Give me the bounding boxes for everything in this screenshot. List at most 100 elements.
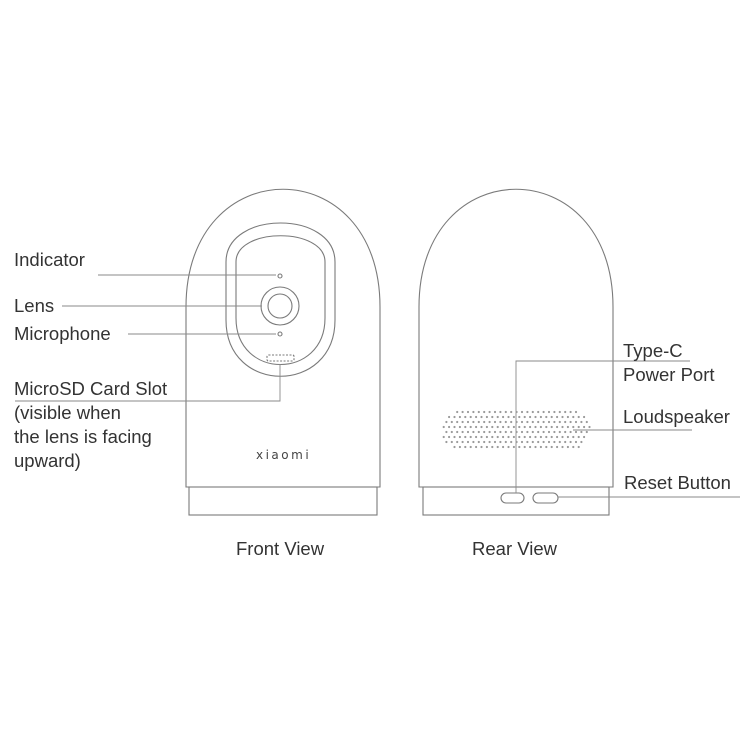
speaker-hole bbox=[507, 425, 510, 429]
speaker-hole bbox=[502, 415, 505, 419]
speaker-hole bbox=[512, 415, 516, 419]
speaker-hole bbox=[580, 430, 583, 434]
reset-button bbox=[532, 492, 559, 504]
speaker-hole bbox=[515, 430, 518, 434]
speaker-hole bbox=[577, 435, 580, 439]
speaker-hole bbox=[531, 420, 534, 424]
speaker-hole bbox=[504, 430, 507, 434]
front-lens-window bbox=[225, 222, 336, 377]
speaker-hole bbox=[445, 440, 448, 444]
speaker-hole bbox=[507, 435, 510, 439]
speaker-hole bbox=[550, 435, 553, 439]
speaker-hole bbox=[558, 430, 561, 434]
speaker-hole bbox=[485, 415, 488, 419]
speaker-hole bbox=[464, 435, 467, 439]
brand-logo: xiaomi bbox=[256, 448, 312, 462]
label-typec-line2: Power Port bbox=[623, 364, 715, 385]
label-microphone: Microphone bbox=[14, 323, 111, 344]
speaker-hole bbox=[480, 415, 483, 419]
speaker-hole bbox=[553, 440, 556, 444]
speaker-hole bbox=[539, 435, 543, 439]
speaker-hole bbox=[445, 430, 448, 434]
speaker-hole bbox=[510, 420, 513, 424]
speaker-hole bbox=[561, 445, 564, 449]
loudspeaker-grille bbox=[442, 410, 591, 449]
speaker-hole bbox=[499, 420, 502, 424]
microphone-hole bbox=[277, 331, 283, 337]
speaker-hole bbox=[450, 420, 453, 424]
speaker-hole bbox=[564, 430, 567, 434]
speaker-hole bbox=[510, 440, 513, 444]
speaker-hole bbox=[518, 435, 521, 439]
speaker-hole bbox=[556, 425, 559, 429]
speaker-hole bbox=[520, 410, 524, 414]
speaker-hole bbox=[531, 410, 534, 414]
speaker-hole bbox=[461, 410, 464, 414]
speaker-hole bbox=[556, 435, 559, 439]
speaker-hole bbox=[545, 415, 548, 419]
speaker-hole bbox=[491, 425, 494, 429]
speaker-hole bbox=[480, 445, 483, 449]
front-camera-base bbox=[188, 486, 378, 516]
speaker-hole bbox=[523, 435, 526, 439]
rear-view-title: Rear View bbox=[472, 538, 558, 559]
speaker-hole bbox=[510, 430, 513, 434]
speaker-hole bbox=[569, 440, 572, 444]
speaker-hole bbox=[504, 420, 507, 424]
speaker-hole bbox=[569, 410, 572, 414]
speaker-hole bbox=[496, 435, 499, 439]
speaker-hole bbox=[526, 410, 529, 414]
speaker-hole bbox=[475, 445, 478, 449]
speaker-hole bbox=[507, 415, 510, 419]
speaker-hole bbox=[469, 425, 472, 429]
speaker-hole bbox=[539, 445, 543, 449]
speaker-hole bbox=[556, 445, 559, 449]
type-c-port bbox=[500, 492, 525, 504]
label-lens: Lens bbox=[14, 295, 55, 316]
speaker-hole bbox=[461, 440, 464, 444]
speaker-hole bbox=[483, 410, 486, 414]
speaker-hole bbox=[472, 410, 475, 414]
speaker-hole bbox=[448, 435, 451, 439]
speaker-hole bbox=[499, 440, 502, 444]
speaker-hole bbox=[574, 420, 578, 424]
speaker-hole bbox=[564, 420, 567, 424]
speaker-hole bbox=[475, 425, 478, 429]
label-typec-line1: Type-C bbox=[623, 340, 683, 361]
speaker-hole bbox=[531, 430, 534, 434]
speaker-hole bbox=[577, 415, 580, 419]
speaker-hole bbox=[585, 430, 588, 434]
speaker-hole bbox=[477, 430, 480, 434]
speaker-hole bbox=[480, 435, 483, 439]
speaker-hole bbox=[464, 425, 467, 429]
speaker-hole bbox=[520, 420, 524, 424]
speaker-hole bbox=[456, 420, 459, 424]
speaker-hole bbox=[466, 440, 470, 444]
speaker-hole bbox=[529, 425, 532, 429]
speaker-hole bbox=[523, 445, 526, 449]
speaker-hole bbox=[542, 430, 545, 434]
speaker-hole bbox=[493, 440, 497, 444]
speaker-hole bbox=[550, 415, 553, 419]
front-view-title: Front View bbox=[236, 538, 325, 559]
speaker-hole bbox=[566, 425, 570, 429]
speaker-hole bbox=[472, 430, 475, 434]
speaker-hole bbox=[583, 435, 586, 439]
speaker-hole bbox=[534, 435, 537, 439]
speaker-hole bbox=[523, 425, 526, 429]
speaker-hole bbox=[458, 435, 461, 439]
speaker-hole bbox=[553, 430, 556, 434]
speaker-hole bbox=[520, 440, 524, 444]
speaker-hole bbox=[566, 415, 570, 419]
speaker-hole bbox=[493, 420, 497, 424]
speaker-hole bbox=[561, 435, 564, 439]
speaker-hole bbox=[499, 430, 502, 434]
speaker-hole bbox=[477, 410, 480, 414]
speaker-hole bbox=[483, 440, 486, 444]
speaker-hole bbox=[577, 445, 580, 449]
speaker-hole bbox=[477, 420, 480, 424]
speaker-hole bbox=[558, 420, 561, 424]
speaker-hole bbox=[526, 420, 529, 424]
speaker-hole bbox=[442, 425, 445, 429]
